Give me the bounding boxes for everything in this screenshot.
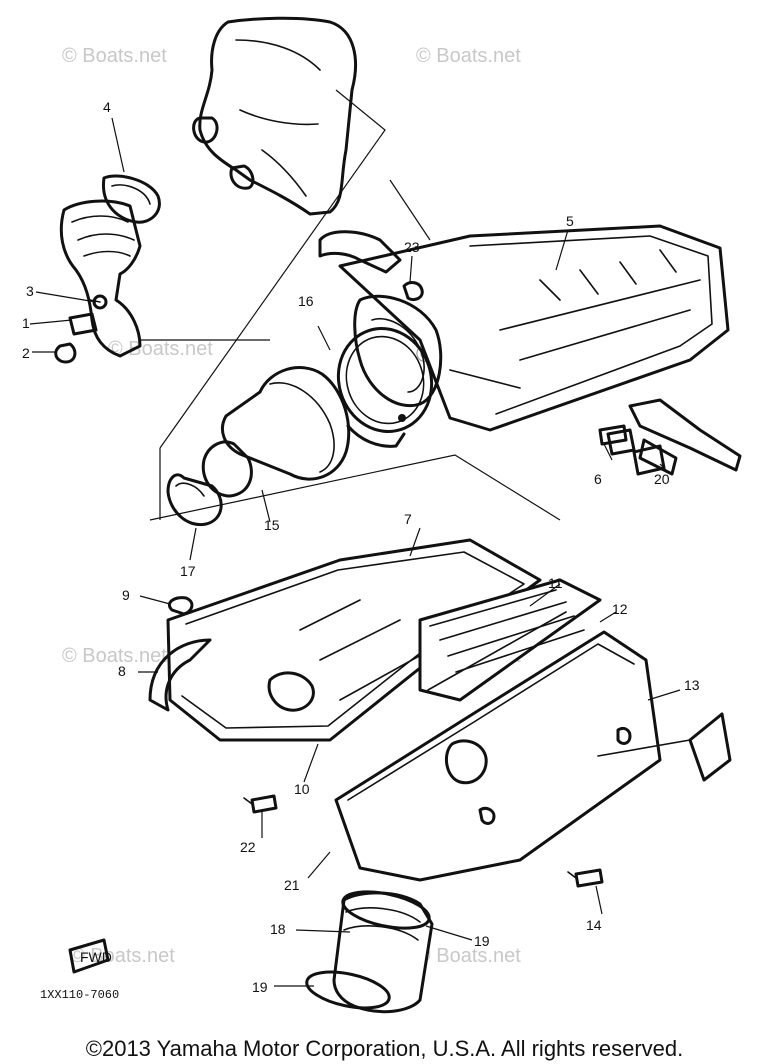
callout-16: 16 xyxy=(298,293,314,309)
callout-1: 1 xyxy=(22,315,30,331)
fwd-label: FWD xyxy=(80,949,112,965)
callout-12: 12 xyxy=(612,601,628,617)
watermark: © Boats.net xyxy=(62,645,167,667)
callout-11: 11 xyxy=(548,575,563,591)
callout-17: 17 xyxy=(180,563,196,579)
callout-18: 18 xyxy=(270,921,286,937)
parts-14-18-19-22 xyxy=(243,794,604,1014)
parts-11-12-element xyxy=(418,578,602,702)
callout-22: 22 xyxy=(240,839,256,855)
leader-lines xyxy=(29,117,681,987)
callout-21: 21 xyxy=(284,877,300,893)
callout-8: 8 xyxy=(118,663,126,679)
watermark: © Boats.net xyxy=(416,45,521,67)
watermark: © Boats.net xyxy=(62,45,167,67)
fwd-arrow-icon: FWD xyxy=(68,938,112,974)
part-5-airbox xyxy=(318,224,742,476)
copyright-footer: ©2013 Yamaha Motor Corporation, U.S.A. A… xyxy=(85,1036,684,1061)
part-4-boot xyxy=(59,174,161,358)
callout-6: 6 xyxy=(594,471,602,487)
callout-4: 4 xyxy=(103,99,111,115)
callout-15: 15 xyxy=(264,517,280,533)
callout-19b: 19 xyxy=(252,979,268,995)
callout-19a: 19 xyxy=(474,933,490,949)
carburetor xyxy=(192,16,357,216)
watermark: © Boats.net xyxy=(108,338,213,360)
callout-13: 13 xyxy=(684,677,700,693)
callout-7: 7 xyxy=(404,511,412,527)
callout-20: 20 xyxy=(654,471,670,487)
callout-3: 3 xyxy=(26,283,34,299)
callout-23: 23 xyxy=(404,239,420,255)
watermark: © Boats.net xyxy=(70,945,175,967)
watermark: © Boats.net xyxy=(416,945,521,967)
callout-9: 9 xyxy=(122,587,130,603)
callout-5: 5 xyxy=(566,213,574,229)
part-13-cover xyxy=(334,630,732,882)
callout-10: 10 xyxy=(294,781,310,797)
parts-15-16-17 xyxy=(166,327,434,527)
callout-2: 2 xyxy=(22,345,30,361)
parts-1-3-fasteners xyxy=(54,294,108,364)
frame-lines xyxy=(140,89,561,521)
callout-labels: 4 3 1 2 5 23 16 15 17 6 20 7 9 8 11 12 1… xyxy=(22,99,700,995)
callout-14: 14 xyxy=(586,917,602,933)
diagram-code: 1XX110-7060 xyxy=(40,988,119,1002)
